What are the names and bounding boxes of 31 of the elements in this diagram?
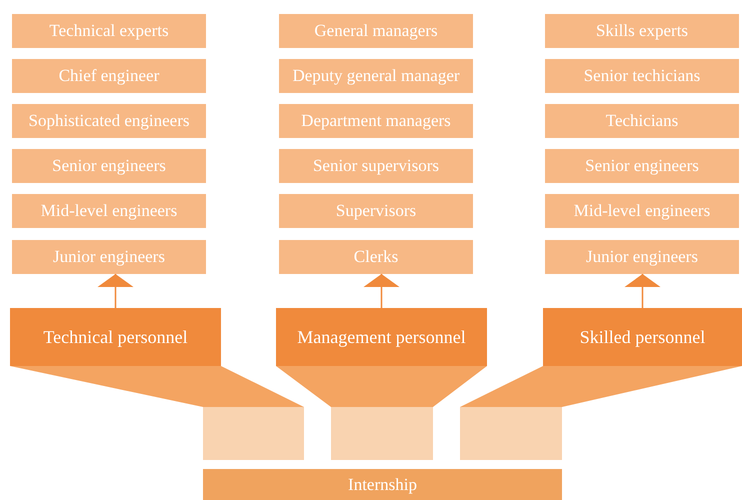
internship-bar: Internship (203, 469, 562, 500)
funnel-connector (276, 366, 487, 407)
position-box: Mid-level engineers (545, 194, 739, 228)
funnel-connector (460, 366, 742, 407)
position-box: Chief engineer (12, 59, 206, 93)
arrow (98, 274, 134, 308)
position-box: Senior engineers (545, 149, 739, 183)
position-box: Technical experts (12, 14, 206, 48)
position-box: Junior engineers (545, 240, 739, 274)
position-box: Senior techicians (545, 59, 739, 93)
position-box: Skills experts (545, 14, 739, 48)
position-box: Department managers (279, 104, 473, 138)
position-box: Deputy general manager (279, 59, 473, 93)
arrow (624, 274, 660, 308)
position-box: Clerks (279, 240, 473, 274)
funnel-connector (10, 366, 304, 407)
stage-box (203, 407, 304, 460)
stage-box (460, 407, 562, 460)
stage-box (331, 407, 433, 460)
personnel-box: Technical personnel (10, 308, 221, 366)
position-box: Junior engineers (12, 240, 206, 274)
position-box: General managers (279, 14, 473, 48)
position-box: Supervisors (279, 194, 473, 228)
position-box: Sophisticated engineers (12, 104, 206, 138)
position-box: Techicians (545, 104, 739, 138)
position-box: Senior engineers (12, 149, 206, 183)
arrow (364, 274, 400, 308)
position-box: Senior supervisors (279, 149, 473, 183)
position-box: Mid-level engineers (12, 194, 206, 228)
personnel-box: Skilled personnel (543, 308, 742, 366)
personnel-box: Management personnel (276, 308, 487, 366)
